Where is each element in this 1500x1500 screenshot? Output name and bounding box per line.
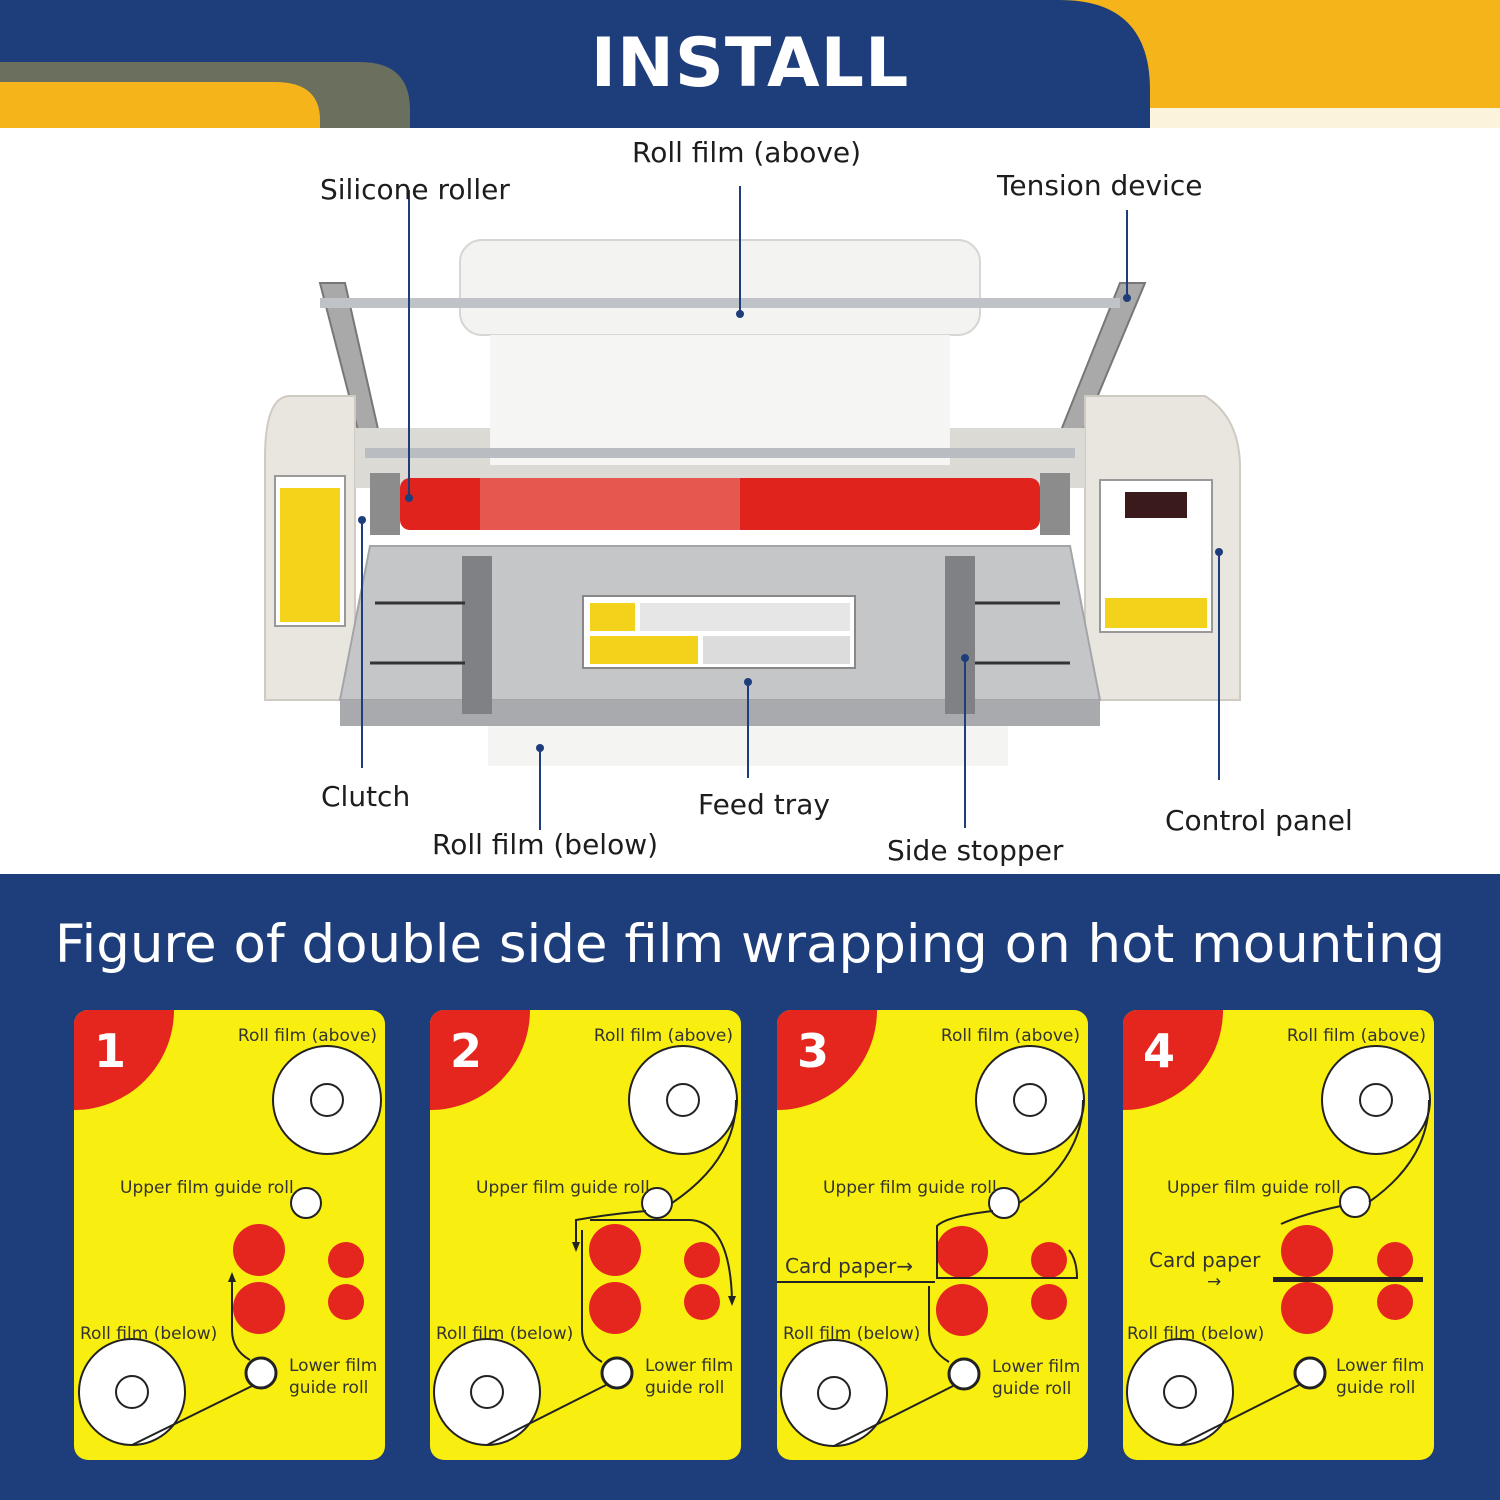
callout-clutch: Clutch	[321, 780, 411, 813]
step-card-4: 4 Roll film (above) Upper film guide rol…	[1123, 1010, 1434, 1460]
wrapping-section: Figure of double side film wrapping on h…	[0, 874, 1500, 1500]
step-4-card-paper-label: Card paper	[1149, 1248, 1261, 1272]
step-1-lower-guide-label-2: guide roll	[289, 1378, 369, 1398]
laminator-illustration	[264, 186, 1241, 830]
step-4-number: 4	[1143, 1024, 1176, 1078]
callout-silicone-roller: Silicone roller	[320, 173, 510, 206]
step-1-roll-below-label: Roll film (below)	[80, 1324, 218, 1344]
step-2-number: 2	[450, 1024, 483, 1078]
step-2-lower-guide-label-1: Lower film	[645, 1356, 734, 1376]
step-card-3: 3 Roll film (above) Upper film guide rol…	[777, 1010, 1088, 1460]
step-4-roll-below-label: Roll film (below)	[1127, 1324, 1265, 1344]
page-title: INSTALL	[590, 24, 910, 103]
callout-side-stopper: Side stopper	[887, 834, 1064, 867]
callout-roll-film-below: Roll film (below)	[432, 828, 659, 861]
step-4-card-paper-arrow-icon: →	[1207, 1272, 1222, 1292]
step-4-lower-guide-label-1: Lower film	[1336, 1356, 1425, 1376]
step-3-card-paper-label: Card paper→	[785, 1254, 914, 1278]
step-4-lower-guide-label-2: guide roll	[1336, 1378, 1416, 1398]
step-3-roll-below-label: Roll film (below)	[783, 1324, 921, 1344]
step-2-upper-guide-label: Upper film guide roll	[476, 1178, 650, 1198]
callout-feed-tray: Feed tray	[698, 788, 830, 821]
step-2-lower-guide-label-2: guide roll	[645, 1378, 725, 1398]
section-title: Figure of double side film wrapping on h…	[54, 914, 1446, 975]
step-card-1: 1 Roll film (above) Upper film guide rol…	[74, 1010, 385, 1460]
step-2-roll-below-label: Roll film (below)	[436, 1324, 574, 1344]
step-1-number: 1	[94, 1024, 127, 1078]
step-3-diagram	[777, 1010, 1085, 1447]
step-3-number: 3	[797, 1024, 830, 1078]
step-card-2: 2 Roll film (above) Upper film guide rol…	[430, 1010, 741, 1460]
step-4-diagram	[1123, 1010, 1431, 1446]
header-background	[0, 0, 1500, 128]
step-1-diagram	[74, 1010, 382, 1446]
step-1-roll-above-label: Roll film (above)	[237, 1026, 377, 1046]
callout-control-panel: Control panel	[1165, 804, 1353, 837]
step-1-upper-guide-label: Upper film guide roll	[120, 1178, 294, 1198]
machine-diagram: Roll film (above) Silicone roller Tensio…	[0, 128, 1500, 874]
step-3-lower-guide-label-2: guide roll	[992, 1379, 1072, 1399]
step-3-upper-guide-label: Upper film guide roll	[823, 1178, 997, 1198]
step-2-diagram	[430, 1010, 738, 1446]
step-3-roll-above-label: Roll film (above)	[940, 1026, 1080, 1046]
step-2-roll-above-label: Roll film (above)	[593, 1026, 733, 1046]
callout-tension-device: Tension device	[997, 169, 1203, 202]
step-3-lower-guide-label-1: Lower film	[992, 1357, 1081, 1377]
step-4-roll-above-label: Roll film (above)	[1286, 1026, 1426, 1046]
step-4-upper-guide-label: Upper film guide roll	[1167, 1178, 1341, 1198]
step-1-lower-guide-label-1: Lower film	[289, 1356, 378, 1376]
header-banner: INSTALL	[0, 0, 1500, 128]
callout-roll-film-above: Roll film (above)	[632, 136, 862, 169]
